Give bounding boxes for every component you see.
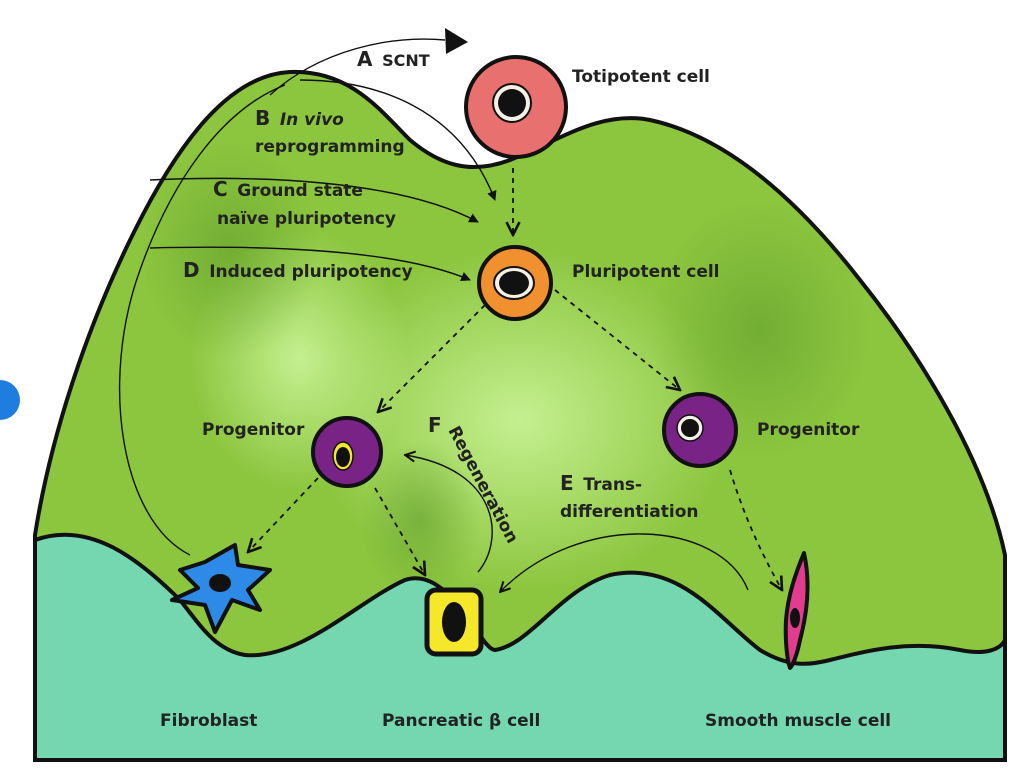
progenitor-cell-right <box>662 392 738 468</box>
route-d-text: Induced pluripotency <box>209 262 412 282</box>
progenitor-left-label: Progenitor <box>202 420 305 440</box>
slope-shade <box>360 440 480 600</box>
totipotent-cell <box>464 55 568 159</box>
dashed-arrow-progenitor-fibroblast <box>248 477 319 552</box>
fibroblast-reprogramming-curve <box>119 84 286 556</box>
fibroblast-cell <box>170 543 272 634</box>
route-d-label: D Induced pluripotency <box>183 258 413 282</box>
route-e-arrow <box>500 533 749 592</box>
dashed-arrow-pluripotent-progenitor-right <box>554 289 680 390</box>
totipotent-cell-label: Totipotent cell <box>572 67 710 87</box>
route-b-text2: reprogramming <box>255 137 405 157</box>
beta-cell-label: Pancreatic β cell <box>382 711 540 731</box>
fibroblast-label: Fibroblast <box>160 711 257 731</box>
progenitor-right-label: Progenitor <box>757 420 860 440</box>
pluripotent-cell-label: Pluripotent cell <box>572 262 720 282</box>
ground-base <box>33 532 1007 762</box>
route-d-arrow <box>149 246 471 282</box>
beta-cell <box>424 587 484 657</box>
route-c-arrow <box>149 177 479 223</box>
route-a-arrow <box>269 38 446 96</box>
route-f-arrow <box>405 455 493 573</box>
route-e-letter: E <box>560 471 574 495</box>
slope-shade <box>140 140 320 360</box>
route-c-text2: naïve pluripotency <box>217 209 396 229</box>
route-b-letter: B <box>255 106 270 130</box>
progenitor-cell-left <box>311 416 383 488</box>
route-e-text: Trans- <box>583 475 642 495</box>
route-a-text: SCNT <box>382 51 430 70</box>
dashed-arrow-progenitor-beta <box>374 487 425 575</box>
route-e-label: E Trans- <box>560 471 642 495</box>
route-c-text: Ground state <box>237 181 363 201</box>
route-c-letter: C <box>213 177 228 201</box>
route-b-text-italic: In vivo <box>280 110 344 130</box>
route-b-arrow <box>299 79 497 201</box>
route-a-label: A SCNT <box>357 47 430 71</box>
route-c-label: C Ground state <box>213 177 363 201</box>
route-b-label: B In vivo <box>255 106 344 130</box>
smooth-muscle-cell-label: Smooth muscle cell <box>705 711 891 731</box>
smooth-muscle-cell <box>783 551 810 670</box>
route-e-text2: differentiation <box>560 502 698 522</box>
route-a-arrowhead <box>445 28 468 54</box>
pluripotent-cell <box>477 245 553 321</box>
route-a-letter: A <box>357 47 373 71</box>
route-d-letter: D <box>183 258 200 282</box>
dashed-arrow-progenitor-smooth-muscle <box>729 469 782 590</box>
route-f-letter: F <box>428 413 442 437</box>
side-marker <box>0 380 20 420</box>
